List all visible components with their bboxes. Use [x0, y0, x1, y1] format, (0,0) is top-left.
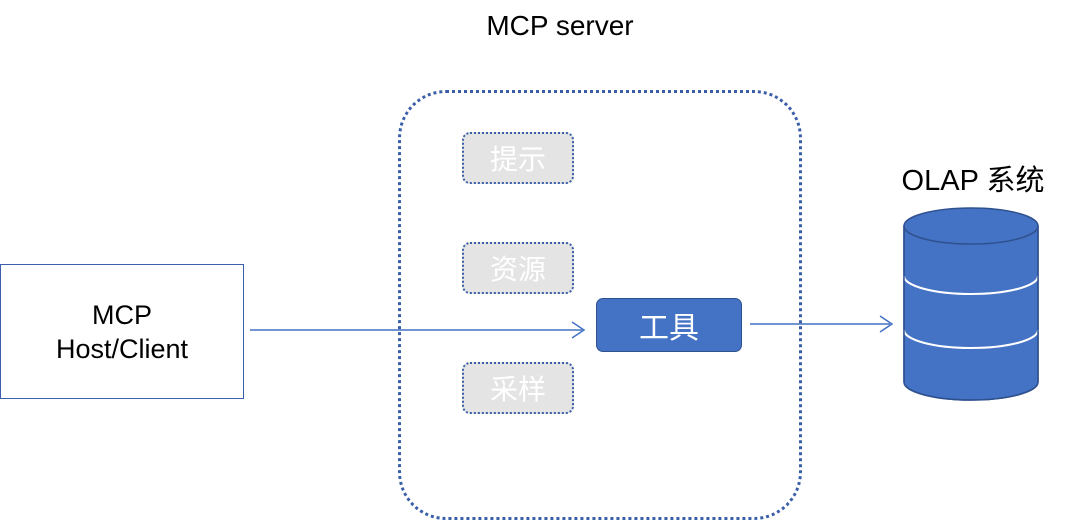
mcp-server-container: [398, 90, 802, 520]
arrow-tools-to-olap: [750, 315, 894, 333]
capability-resources: 资源: [462, 242, 574, 294]
capability-sampling: 采样: [462, 362, 574, 414]
mcp-host-client-box: MCP Host/Client: [0, 264, 244, 399]
arrow-host-to-tools: [250, 321, 586, 339]
database-cylinder-icon: [903, 207, 1039, 401]
mcp-server-title: MCP server: [486, 10, 634, 41]
host-label-line2: Host/Client: [55, 333, 189, 364]
capability-prompts: 提示: [462, 132, 574, 184]
olap-system-label: OLAP 系统: [901, 165, 1045, 197]
host-label-line1: MCP: [92, 299, 152, 330]
capability-tools: 工具: [596, 298, 742, 352]
